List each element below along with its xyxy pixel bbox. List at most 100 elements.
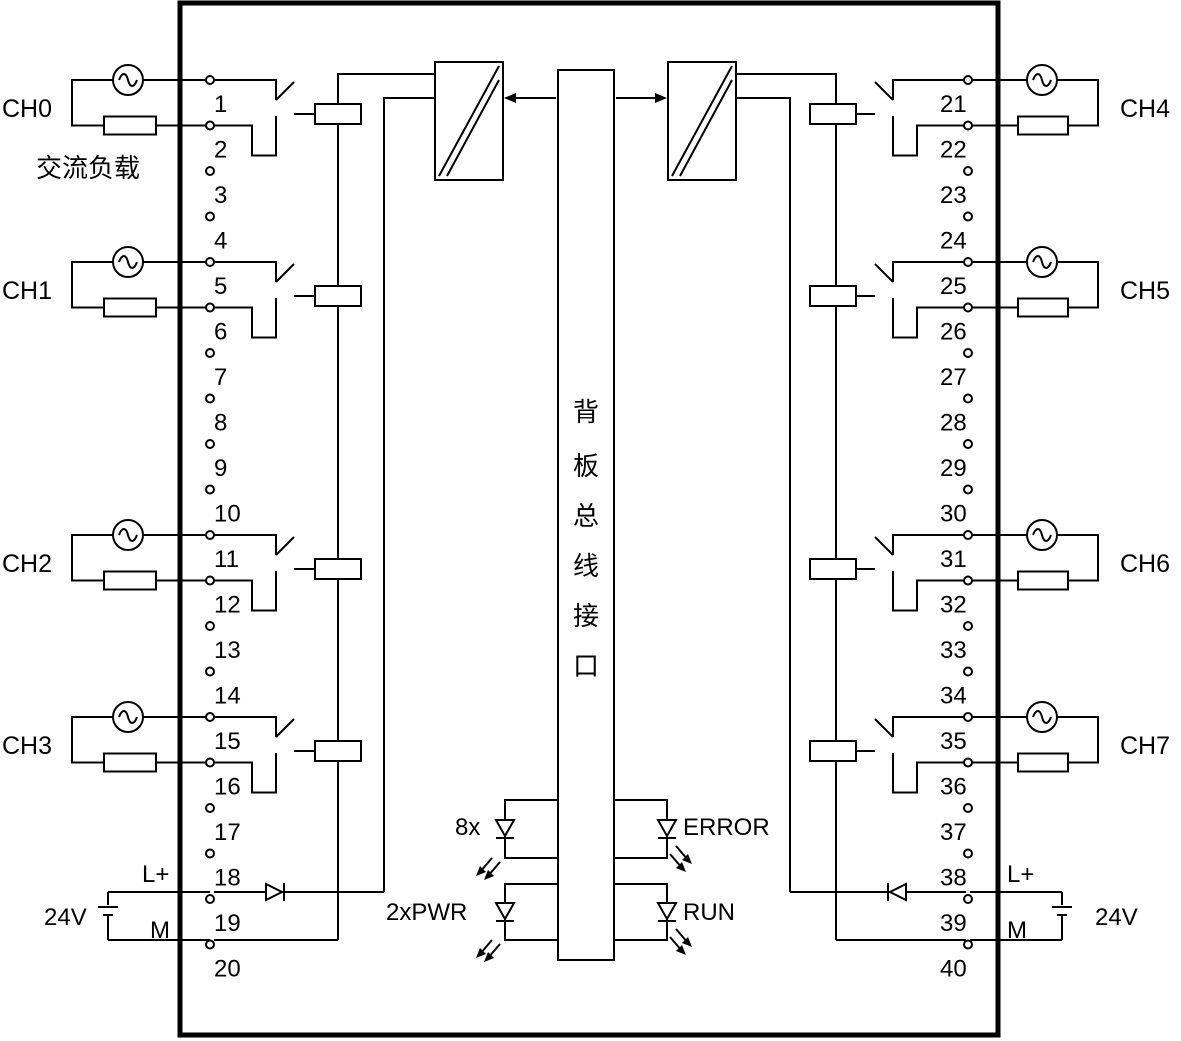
channel-circuit-right: CH5 xyxy=(809,246,1170,339)
relay-coil-icon xyxy=(314,558,362,580)
diode-icon xyxy=(214,882,384,902)
pin-number: 13 xyxy=(214,637,241,664)
load-resistor-icon xyxy=(1017,570,1069,591)
pin-number: 10 xyxy=(214,501,241,528)
terminal-icon xyxy=(963,621,973,631)
terminal-icon xyxy=(963,166,973,176)
pin-number: 1 xyxy=(214,91,227,118)
backplane-char-2: 总 xyxy=(573,502,599,532)
pin-number: 5 xyxy=(214,273,227,300)
load-resistor-icon xyxy=(1017,297,1069,318)
pin-number: 39 xyxy=(940,910,967,937)
ac-source-icon xyxy=(112,519,144,551)
terminal-icon xyxy=(963,439,973,449)
pin-number: 27 xyxy=(940,364,967,391)
terminal-icon xyxy=(963,894,973,904)
pin-number: 8 xyxy=(214,410,227,437)
relay-contact-icon xyxy=(892,261,964,282)
terminal-icon xyxy=(205,393,215,404)
terminal-icon xyxy=(205,166,215,176)
converter-icon xyxy=(667,61,737,181)
relay-contact-icon xyxy=(214,79,277,100)
backplane-bus-interface xyxy=(557,69,615,961)
channel-circuit-left: CH0 xyxy=(2,64,362,157)
terminal-icon xyxy=(205,666,215,677)
terminal-icon xyxy=(205,75,215,85)
pin-number: 28 xyxy=(940,410,967,437)
ac-source-icon xyxy=(1026,701,1058,733)
m-label-left: M xyxy=(150,917,170,944)
terminal-icon xyxy=(963,712,973,722)
channel-circuit-right: CH4 xyxy=(809,64,1170,157)
terminal-icon xyxy=(205,575,215,586)
pin-number: 4 xyxy=(214,228,227,255)
terminal-icon xyxy=(205,621,215,631)
voltage-label-left: 24V xyxy=(44,904,87,931)
pin-number: 26 xyxy=(940,319,967,346)
channel-label: CH0 xyxy=(2,95,52,123)
pin-number: 2 xyxy=(214,137,227,164)
ac-source-icon xyxy=(112,246,144,278)
channel-label: CH7 xyxy=(1120,732,1170,760)
terminal-icon xyxy=(963,348,973,358)
led-run xyxy=(614,883,692,955)
terminal-icon xyxy=(205,803,215,813)
channel-label: CH6 xyxy=(1120,550,1170,578)
pin-number: 29 xyxy=(940,455,967,482)
terminal-icon xyxy=(963,575,973,586)
terminal-icon xyxy=(205,439,215,449)
relay-contact-icon xyxy=(214,534,277,555)
power-supply-left xyxy=(98,882,384,941)
load-resistor-icon xyxy=(103,115,157,136)
terminal-icon xyxy=(205,120,215,131)
relay-contact-icon xyxy=(892,716,964,737)
load-resistor-icon xyxy=(103,570,157,591)
voltage-label-right: 24V xyxy=(1095,904,1138,931)
led-pwr-label: 2xPWR xyxy=(386,899,467,926)
pin-number: 7 xyxy=(214,364,227,391)
channel-circuit-left: CH3 xyxy=(2,701,362,794)
pin-number: 33 xyxy=(940,637,967,664)
backplane-char-0: 背 xyxy=(573,398,599,428)
relay-coil-icon xyxy=(314,103,362,125)
terminal-icon xyxy=(963,75,973,85)
relay-coil-icon xyxy=(314,285,362,307)
relay-coil-icon xyxy=(809,558,857,580)
ac-source-icon xyxy=(1026,519,1058,551)
ac-source-icon xyxy=(112,64,144,96)
converter-icon xyxy=(434,61,504,181)
channel-label: CH1 xyxy=(2,277,52,305)
ac-source-icon xyxy=(1026,246,1058,278)
terminal-icon xyxy=(205,484,215,495)
pin-number: 34 xyxy=(940,683,967,710)
ac-source-icon xyxy=(1026,64,1058,96)
ac-source-icon xyxy=(112,701,144,733)
pin-number: 21 xyxy=(940,91,967,118)
terminal-icon xyxy=(963,120,973,131)
backplane-label: 背 板 总 线 接 口 xyxy=(573,398,599,682)
terminal-icon xyxy=(963,848,973,859)
terminal-icon xyxy=(963,302,973,313)
backplane-char-3: 线 xyxy=(573,552,599,582)
channel-circuit-right: CH6 xyxy=(809,519,1170,612)
load-resistor-icon xyxy=(1017,115,1069,136)
pin-number: 20 xyxy=(214,956,241,983)
relay-coil-icon xyxy=(809,740,857,762)
led-pwr xyxy=(476,883,558,962)
terminal-icon xyxy=(205,348,215,358)
led-error-label: ERROR xyxy=(683,814,770,841)
terminal-icon xyxy=(963,803,973,813)
led-error xyxy=(614,799,692,872)
terminal-icon xyxy=(963,757,973,768)
terminal-icon xyxy=(205,302,215,313)
terminal-icon xyxy=(963,484,973,495)
pin-number: 17 xyxy=(214,819,241,846)
led-channel-status xyxy=(476,799,558,880)
diode-icon xyxy=(790,882,966,902)
pin-number: 12 xyxy=(214,592,241,619)
pin-number: 23 xyxy=(940,182,967,209)
backplane-char-5: 口 xyxy=(573,652,599,682)
